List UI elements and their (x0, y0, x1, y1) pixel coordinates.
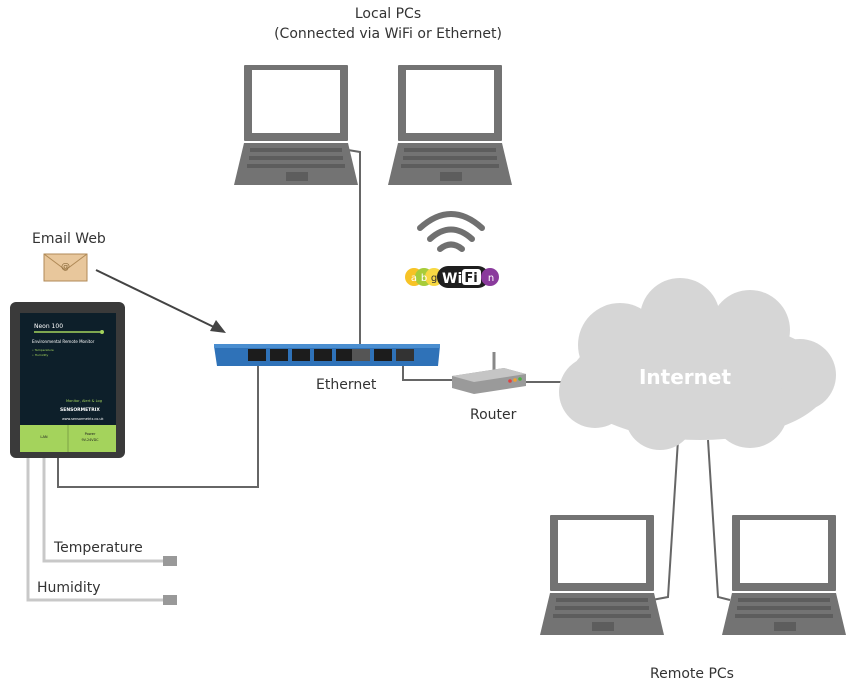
temperature-label: Temperature (53, 540, 143, 556)
device-bullet-temperature: • Temperature (32, 348, 54, 352)
device-port-lan: LAN (40, 435, 48, 439)
device-website: www.sensormetrix.co.uk (62, 417, 104, 421)
wifi-wordmark-fi: Fi (464, 271, 477, 286)
wifi-letter-n: n (488, 273, 494, 284)
wire-humidity-sensor (26, 456, 165, 602)
internet-label: Internet (639, 365, 731, 389)
wifi-certified-logo: a b g Wi Fi n (405, 266, 499, 288)
device-port-power: Power (85, 432, 96, 436)
wifi-letter-b: b (421, 273, 427, 284)
local-pcs-subtitle: (Connected via WiFi or Ethernet) (274, 26, 502, 42)
email-arrow (95, 269, 221, 331)
router-icon (452, 352, 526, 394)
wire-internet-to-remote-pc-1 (651, 439, 679, 601)
remote-pcs-label: Remote PCs (650, 666, 734, 682)
wire-temperature-sensor (42, 456, 165, 563)
local-pc-1 (234, 65, 358, 185)
switch-ports (248, 349, 414, 361)
wifi-signal-icon (417, 211, 485, 252)
email-envelope-icon: @ (43, 253, 88, 282)
email-web-label: Email Web (32, 231, 106, 247)
wire-internet-to-remote-pc-2 (707, 439, 731, 601)
ethernet-label: Ethernet (316, 377, 377, 393)
local-pc-2 (388, 65, 512, 185)
remote-pc-1 (540, 515, 664, 635)
device-brand-logo: SENSORMETRIX (60, 407, 100, 413)
neon-100-device: Neon 100 Environmental Remote Monitor • … (10, 302, 125, 458)
device-tagline: Monitor, Alert & Log (66, 399, 102, 403)
wire-device-to-switch (57, 358, 259, 488)
router-label: Router (470, 407, 517, 423)
device-bullet-humidity: • Humidity (32, 353, 49, 357)
wifi-letter-g: g (431, 273, 437, 284)
humidity-label: Humidity (37, 580, 100, 596)
wifi-wordmark-wi: Wi (442, 271, 462, 287)
device-title: Neon 100 (34, 323, 63, 330)
wire-pc-to-switch (347, 149, 361, 350)
svg-text:@: @ (61, 262, 70, 272)
ethernet-switch (214, 344, 440, 366)
humidity-sensor-plug (163, 595, 177, 605)
device-port-power-value: 9V-24VDC (81, 438, 99, 442)
wifi-letter-a: a (411, 273, 417, 284)
remote-pc-2 (722, 515, 846, 635)
wires (26, 149, 731, 602)
email-arrowhead (210, 320, 226, 333)
temperature-sensor-plug (163, 556, 177, 566)
device-subtitle: Environmental Remote Monitor (32, 339, 95, 344)
local-pcs-title: Local PCs (355, 6, 421, 22)
internet-cloud-icon (559, 278, 836, 450)
